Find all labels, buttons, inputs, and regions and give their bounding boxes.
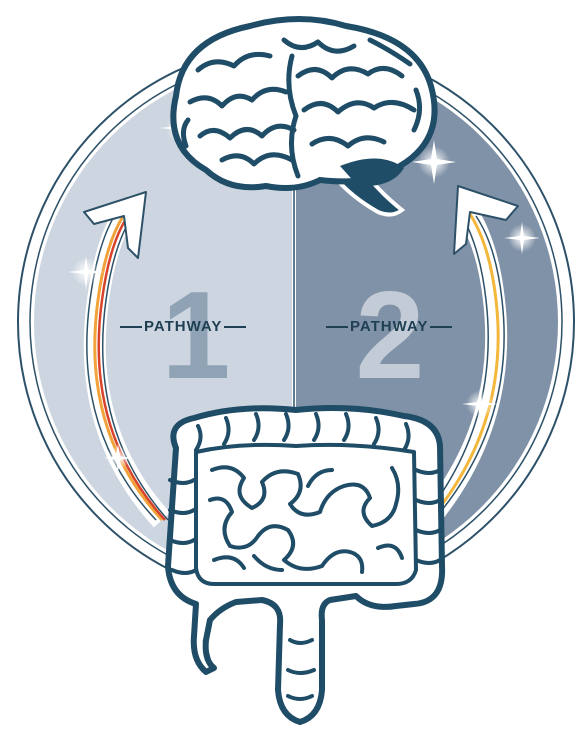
pathway-1-number: 1	[162, 267, 231, 405]
label-dash	[430, 326, 452, 328]
pathway-1-label: PATHWAY	[118, 318, 248, 335]
pathway-2-label: PATHWAY	[324, 318, 454, 335]
intestine-illustration	[168, 408, 442, 722]
label-dash	[224, 326, 246, 328]
label-dash	[120, 326, 142, 328]
label-dash	[326, 326, 348, 328]
pathway-1-text: PATHWAY	[144, 318, 222, 335]
pathway-2-number: 2	[356, 267, 425, 405]
pathway-2-text: PATHWAY	[350, 318, 428, 335]
